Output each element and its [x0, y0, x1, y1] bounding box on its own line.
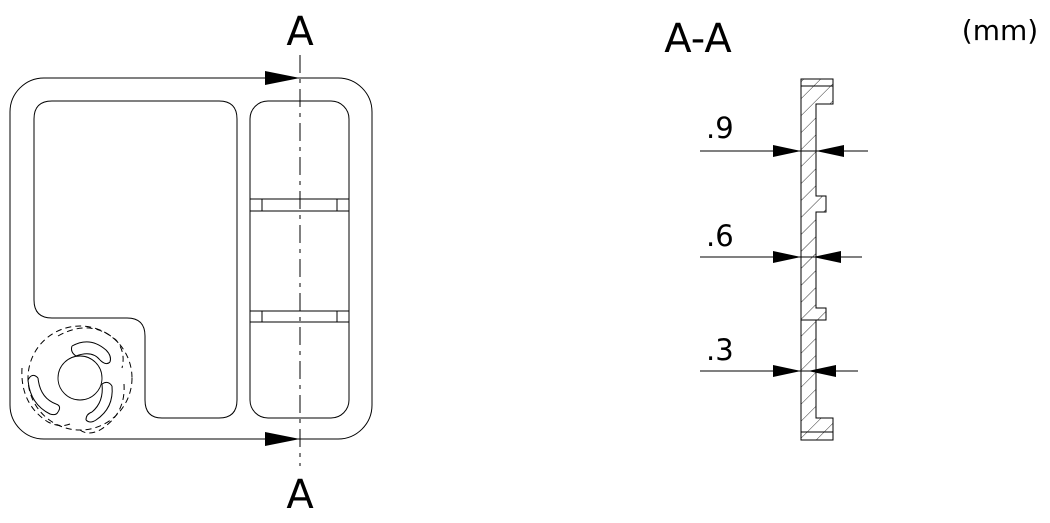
section-arrow-top — [45, 71, 300, 85]
dimension-thickness-0-6: .6 — [700, 219, 862, 263]
dimension-thickness-0-3: .3 — [700, 333, 858, 377]
front-view — [9, 55, 373, 466]
dimension-thickness-0-9: .9 — [700, 111, 868, 157]
units-label: (mm) — [962, 14, 1038, 47]
spiral-slot-feature — [21, 325, 133, 434]
dimension-label-0-3: .3 — [706, 333, 734, 367]
outer-frame-outline — [9, 77, 373, 440]
dimension-label-0-6: .6 — [706, 219, 734, 253]
section-arrow-bottom — [45, 432, 300, 446]
section-profile — [800, 78, 834, 441]
left-pocket-outline — [33, 100, 238, 419]
dimension-label-0-9: .9 — [706, 111, 734, 145]
section-label-bottom: A — [286, 472, 314, 518]
section-view-title: A-A — [664, 16, 732, 62]
section-label-top: A — [286, 9, 314, 55]
